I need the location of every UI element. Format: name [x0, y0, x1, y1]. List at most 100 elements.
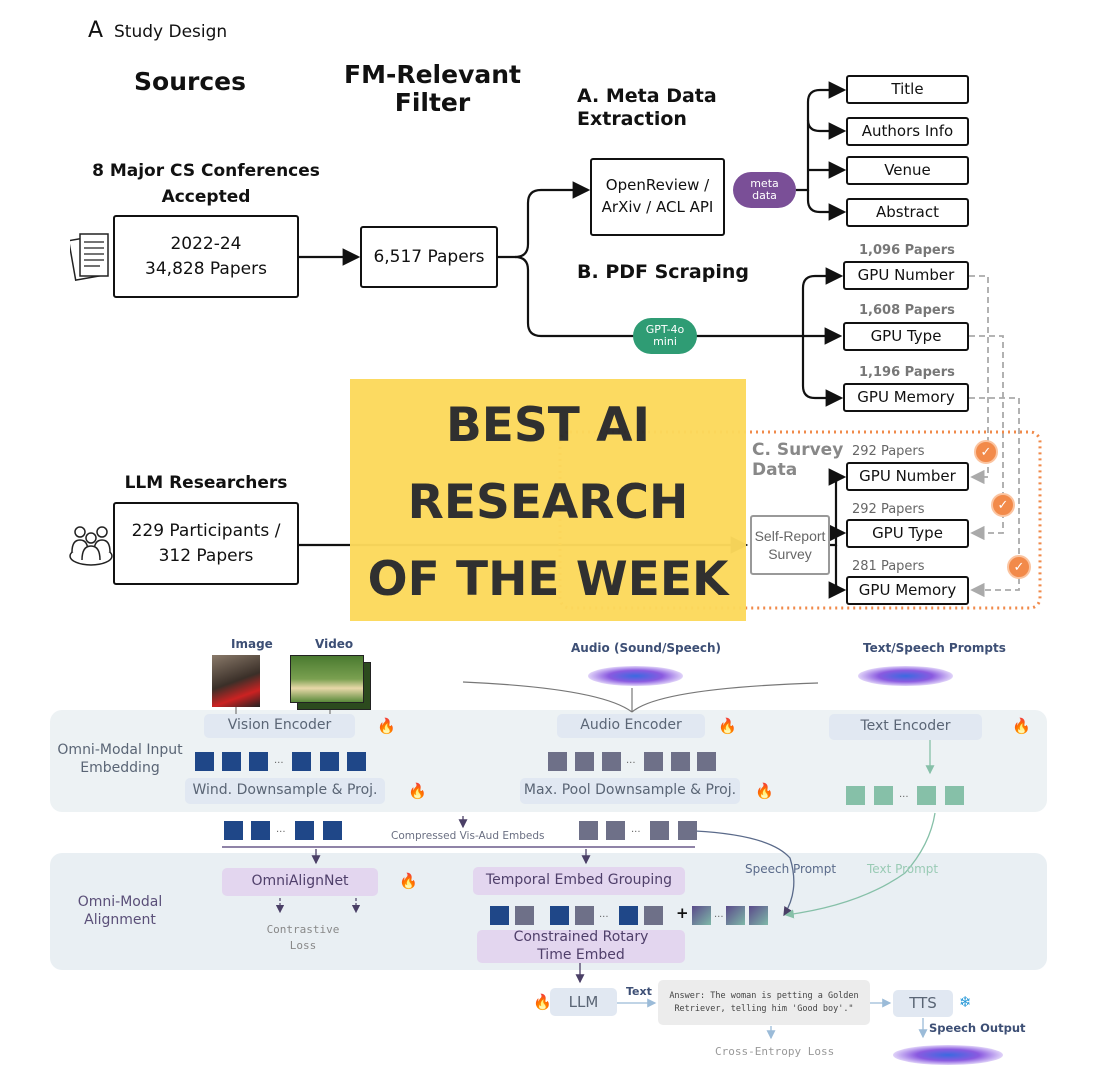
pdf-gpu-type-box: GPU Type — [843, 322, 969, 351]
vision-token — [320, 752, 339, 771]
filtered-papers-box: 6,517 Papers — [360, 226, 498, 288]
compressed-vision-token — [251, 821, 270, 840]
pdf-count-gpu-number: 1,096 Papers — [859, 243, 955, 258]
audio-encoder-box: Audio Encoder — [557, 714, 705, 738]
section-b-heading: B. PDF Scraping — [577, 261, 749, 283]
section-a-heading: A. Meta Data Extraction — [577, 85, 717, 131]
tts-box: TTS — [893, 990, 953, 1017]
vision-token — [222, 752, 241, 771]
video-thumbnail — [290, 655, 364, 703]
check-icon: ✓ — [1007, 555, 1031, 579]
flame-icon: 🔥 — [755, 782, 774, 800]
audio-token — [671, 752, 690, 771]
section-line: Alignment — [84, 912, 156, 929]
api-line: ArXiv / ACL API — [601, 198, 714, 216]
prompt-token — [749, 906, 768, 925]
meta-field-abstract: Abstract — [846, 198, 969, 227]
filter-heading-line: Filter — [394, 88, 471, 117]
audio-label: Audio (Sound/Speech) — [571, 641, 722, 655]
best-ai-research-banner: BEST AI RESEARCH OF THE WEEK — [350, 379, 746, 621]
panel-title: Study Design — [114, 22, 228, 42]
vision-token — [292, 752, 311, 771]
loss-line: Contrastive — [266, 923, 340, 936]
answer-line: Retriever, telling him 'Good boy'." — [674, 1003, 854, 1014]
compressed-audio-token — [678, 821, 697, 840]
prompt-token — [692, 906, 711, 925]
survey-box-line: Survey — [768, 546, 812, 562]
gpt-pill-line: mini — [653, 335, 677, 348]
rotary-line: Constrained Rotary — [513, 929, 649, 945]
speech-output-waveform-icon — [893, 1045, 1003, 1065]
pdf-gpu-number-box: GPU Number — [843, 261, 969, 290]
maxpool-downsample-box: Max. Pool Downsample & Proj. — [520, 778, 740, 804]
meta-pill-line: meta — [750, 176, 779, 190]
ellipsis: ... — [714, 909, 724, 920]
image-label: Image — [231, 637, 273, 651]
audio-token — [575, 752, 594, 771]
check-icon: ✓ — [974, 440, 998, 464]
vision-encoder-box: Vision Encoder — [204, 714, 355, 738]
conferences-count: 34,828 Papers — [145, 258, 267, 279]
survey-gpu-type-box: GPU Type — [846, 519, 969, 548]
meta-field-authors: Authors Info — [846, 117, 969, 146]
interleaved-token — [490, 906, 509, 925]
text-token — [945, 786, 964, 805]
vision-token — [195, 752, 214, 771]
interleaved-token — [550, 906, 569, 925]
interleaved-token — [515, 906, 534, 925]
compressed-vision-token — [295, 821, 314, 840]
filter-heading: FM-Relevant Filter — [330, 61, 535, 117]
vision-token — [249, 752, 268, 771]
banner-line: OF THE WEEK — [367, 552, 729, 607]
flame-icon: 🔥 — [718, 717, 737, 735]
compressed-vision-token — [224, 821, 243, 840]
people-icon — [69, 526, 113, 566]
section-a-line: Extraction — [577, 107, 687, 130]
banner-line: RESEARCH — [407, 475, 689, 530]
dog-image-thumbnail — [212, 655, 260, 707]
survey-count-gpu-type: 292 Papers — [852, 502, 925, 517]
flame-icon: 🔥 — [533, 993, 552, 1011]
audio-waveform-icon — [588, 666, 683, 686]
compressed-audio-token — [650, 821, 669, 840]
prompt-waveform-icon — [858, 666, 953, 686]
meta-pill-line: data — [752, 189, 777, 202]
text-token — [874, 786, 893, 805]
ellipsis: ... — [274, 755, 284, 766]
omnialignnet-box: OmniAlignNet — [222, 868, 378, 896]
interleaved-token — [619, 906, 638, 925]
prompt-token — [726, 906, 745, 925]
researchers-line: 229 Participants / — [131, 520, 281, 541]
llm-box: LLM — [550, 988, 617, 1016]
speech-output-label: Speech Output — [929, 1021, 1026, 1035]
documents-icon — [70, 233, 109, 281]
snowflake-icon: ❄ — [959, 993, 972, 1011]
survey-gpu-number-box: GPU Number — [846, 462, 969, 491]
compressed-vision-token — [323, 821, 342, 840]
researchers-box: 229 Participants /312 Papers — [113, 502, 299, 585]
audio-token — [548, 752, 567, 771]
compressed-embeds-label: Compressed Vis-Aud Embeds — [391, 830, 545, 842]
flame-icon: 🔥 — [408, 782, 427, 800]
gpt-pill-line: GPT-4o — [645, 322, 685, 336]
flame-icon: 🔥 — [377, 717, 396, 735]
section-line: Omni-Modal — [77, 894, 163, 910]
audio-token — [644, 752, 663, 771]
bottom-connectors — [222, 681, 936, 1040]
survey-gpu-memory-box: GPU Memory — [846, 576, 969, 605]
banner-line: BEST AI — [445, 398, 651, 453]
rotary-line: Time Embed — [537, 946, 625, 963]
interleaved-token — [644, 906, 663, 925]
text-token — [917, 786, 936, 805]
text-encoder-box: Text Encoder — [829, 714, 982, 740]
meta-field-venue: Venue — [846, 156, 969, 185]
